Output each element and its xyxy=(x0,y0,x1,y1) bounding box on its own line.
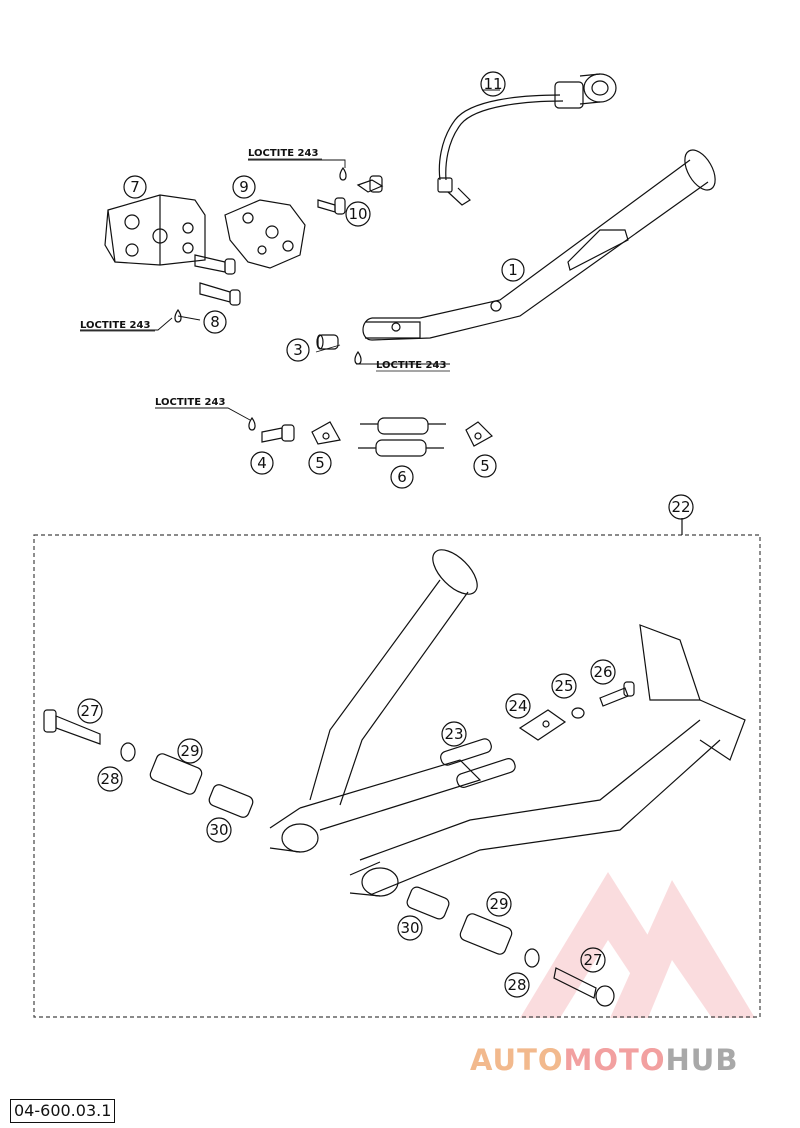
plate-5-left xyxy=(311,421,341,445)
sleeve-30-right xyxy=(406,886,450,920)
reference-code: 04-600.03.1 xyxy=(10,1099,116,1123)
svg-text:7: 7 xyxy=(130,178,140,196)
callout-23: 23 xyxy=(441,721,467,747)
callout-29-left: 29 xyxy=(177,738,203,764)
callout-25: 25 xyxy=(551,673,577,699)
svg-text:24: 24 xyxy=(508,697,527,715)
sensor-cable-assembly xyxy=(437,73,617,206)
washer-28-left xyxy=(120,742,136,762)
side-stand xyxy=(362,149,716,341)
loctite-underlines xyxy=(80,158,450,409)
callout-5-left: 5 xyxy=(308,451,332,475)
svg-text:23: 23 xyxy=(444,725,463,743)
callout-9: 9 xyxy=(232,175,256,199)
svg-text:25: 25 xyxy=(554,677,573,695)
bushing-29-right xyxy=(459,913,513,955)
svg-text:28: 28 xyxy=(100,770,119,788)
svg-text:11: 11 xyxy=(483,75,502,93)
svg-text:29: 29 xyxy=(180,742,199,760)
bushing-29-left xyxy=(149,753,203,795)
callout-7: 7 xyxy=(123,175,147,199)
callout-6: 6 xyxy=(390,465,414,489)
svg-text:8: 8 xyxy=(210,313,220,331)
callout-11: 11 xyxy=(480,71,506,97)
clip-24 xyxy=(518,709,567,741)
bolt-3 xyxy=(316,334,339,350)
svg-text:29: 29 xyxy=(489,895,508,913)
svg-text:27: 27 xyxy=(583,951,602,969)
loctite-label-2: LOCTITE 243 xyxy=(80,320,150,331)
svg-text:3: 3 xyxy=(293,341,303,359)
callout-5-right: 5 xyxy=(473,454,497,478)
svg-text:1: 1 xyxy=(508,261,518,279)
washer-25 xyxy=(571,707,585,719)
springs-23 xyxy=(440,738,516,788)
svg-text:4: 4 xyxy=(257,454,267,472)
svg-text:28: 28 xyxy=(507,976,526,994)
callout-10: 10 xyxy=(345,201,371,227)
bolt-10 xyxy=(317,175,384,215)
callout-1: 1 xyxy=(501,258,525,282)
callout-27-right: 27 xyxy=(580,947,606,973)
callout-24: 24 xyxy=(505,693,531,719)
svg-text:26: 26 xyxy=(593,663,612,681)
bolt-4 xyxy=(261,424,295,443)
svg-text:9: 9 xyxy=(239,178,249,196)
svg-text:30: 30 xyxy=(400,919,419,937)
callout-22: 22 xyxy=(668,494,694,520)
mounting-plate xyxy=(224,199,306,269)
plate-5-right xyxy=(465,421,493,447)
svg-text:6: 6 xyxy=(397,468,407,486)
callout-30-right: 30 xyxy=(397,915,423,941)
callout-30-left: 30 xyxy=(206,817,232,843)
svg-text:10: 10 xyxy=(348,205,367,223)
bolt-27-left xyxy=(43,709,101,745)
callout-8: 8 xyxy=(203,310,227,334)
mounting-bracket xyxy=(104,194,206,266)
svg-text:30: 30 xyxy=(209,821,228,839)
svg-text:5: 5 xyxy=(480,457,490,475)
washer-28-right xyxy=(524,948,540,968)
loctite-label-1: LOCTITE 243 xyxy=(248,148,318,159)
watermark-text: AUTOMOTOHUB xyxy=(470,1043,739,1077)
callout-28-right: 28 xyxy=(504,972,530,998)
rubber-6 xyxy=(358,417,446,457)
center-stand xyxy=(269,549,746,897)
svg-text:27: 27 xyxy=(80,702,99,720)
sleeve-30-left xyxy=(208,784,254,818)
svg-text:22: 22 xyxy=(671,498,690,516)
callout-4: 4 xyxy=(250,451,274,475)
center-stand-box xyxy=(33,534,761,1018)
callout-26: 26 xyxy=(590,659,616,685)
callout-27-left: 27 xyxy=(77,698,103,724)
loctite-label-3: LOCTITE 243 xyxy=(376,360,446,371)
svg-text:5: 5 xyxy=(315,454,325,472)
callout-28-left: 28 xyxy=(97,766,123,792)
loctite-label-4: LOCTITE 243 xyxy=(155,397,225,408)
bolt-8 xyxy=(194,254,241,306)
callout-3: 3 xyxy=(286,338,310,362)
bolt-27-right xyxy=(553,967,615,1007)
watermark-logo xyxy=(520,872,755,1018)
loctite-drops xyxy=(174,166,362,431)
bolt-26 xyxy=(599,681,635,707)
callout-29-right: 29 xyxy=(486,891,512,917)
